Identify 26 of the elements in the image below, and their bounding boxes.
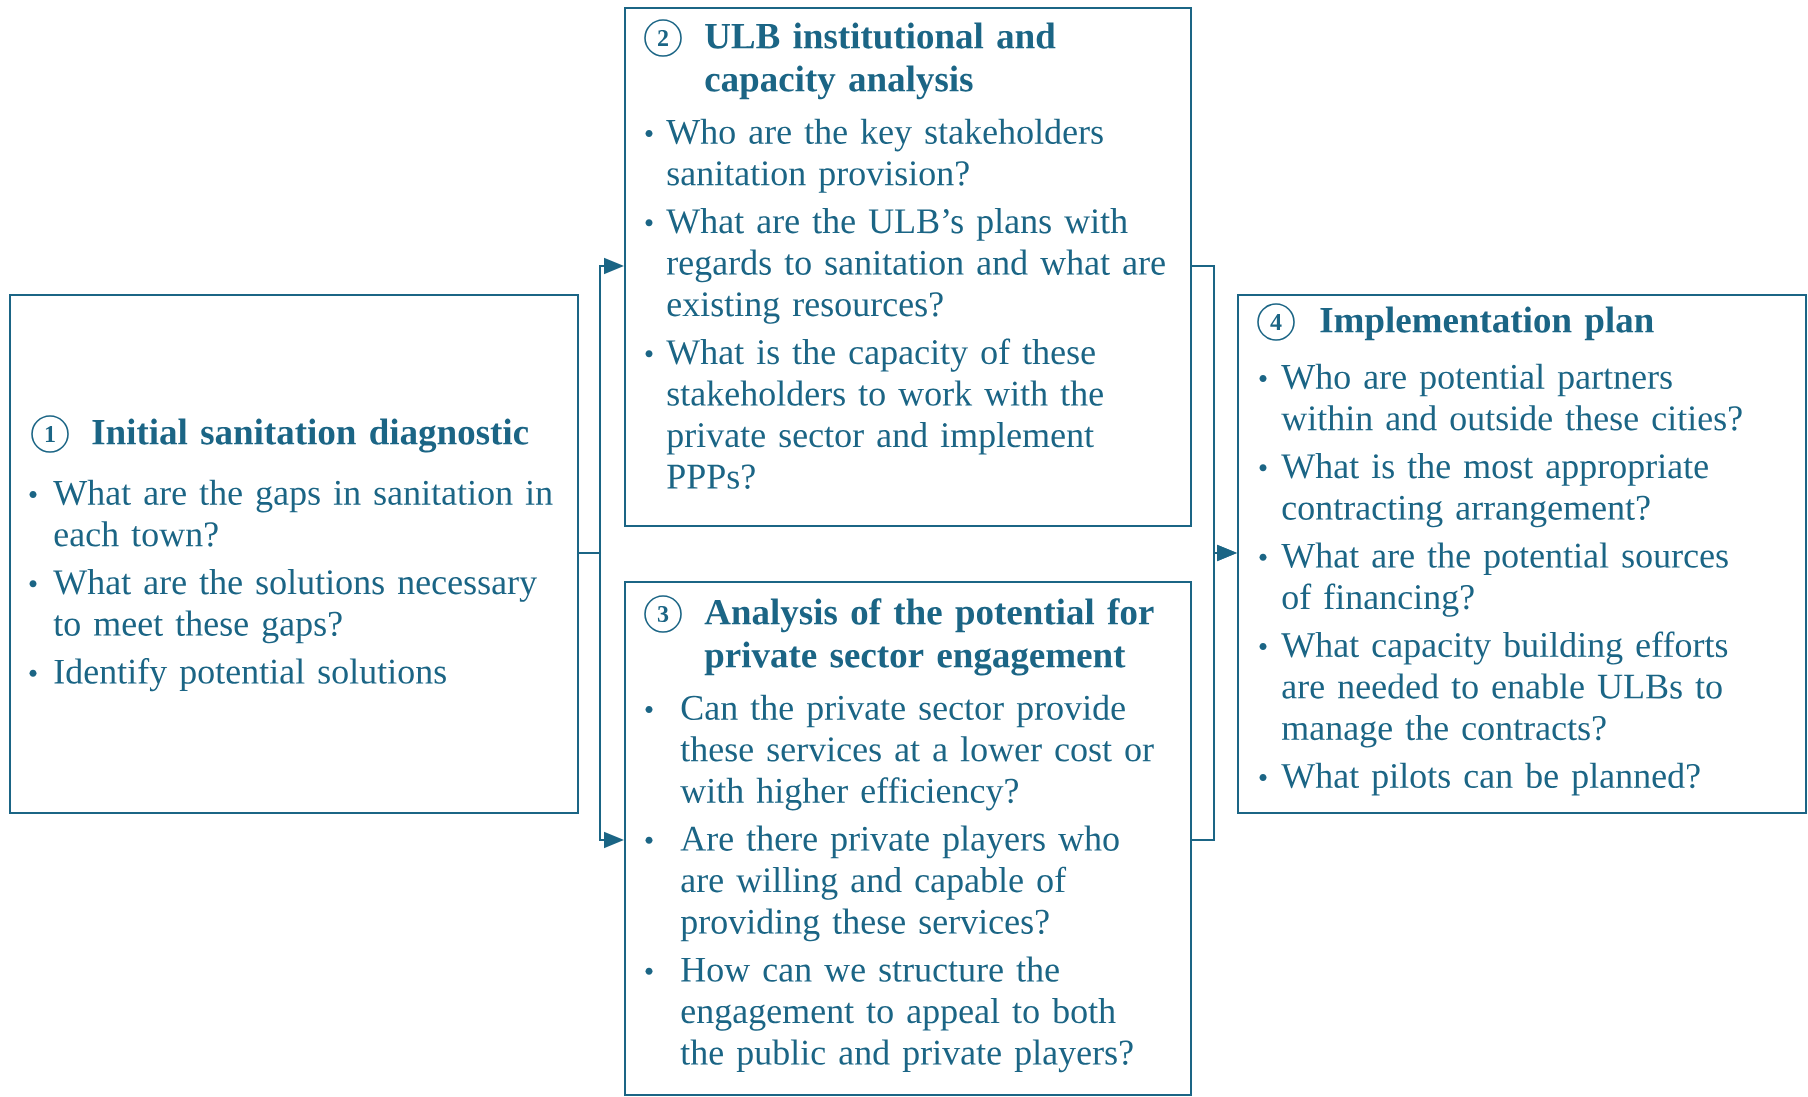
bullet-item: Are there private players who are willing and capable of providing these services?: [680, 825, 1119, 942]
step-heading: ULB institutional and capacity analysis: [705, 22, 1056, 100]
bullet-item: Identify potential solutions: [54, 658, 446, 692]
bullet-item: Who are potential partners within and outside these cities?: [1281, 363, 1742, 431]
bullet-item: What capacity building efforts are needed to enable ULBs to manage the contracts?: [1281, 631, 1728, 748]
bullet-item: What pilots can be planned?: [1281, 762, 1700, 796]
step-heading: Implementation plan: [1320, 306, 1654, 341]
step-heading: Initial sanitation diagnostic: [92, 418, 529, 453]
step-box: [624, 581, 1192, 1096]
bullet-item: What are the gaps in sanitation in each town?: [53, 479, 553, 547]
step-box: [1237, 294, 1807, 814]
step-number: 1: [31, 415, 69, 453]
bullet-item: What are the ULB’s plans with regards to sanitation and what are existing resources?: [666, 208, 1165, 324]
step-heading: Analysis of the potential for private sector engagement: [704, 598, 1154, 676]
step-box: [624, 7, 1192, 527]
bullet-item: Can the private sector provide these services at a lower cost or with higher efficiency?: [680, 694, 1154, 811]
bullet-item: How can we structure the engagement to appeal to both the public and private players?: [680, 956, 1133, 1073]
bullet-item: What are the solutions necessary to meet these gaps?: [53, 569, 537, 644]
step-box: [9, 294, 579, 814]
bullet-item: What is the capacity of these stakeholders to work with the private sector and implement PPPs?: [666, 338, 1103, 489]
step-number: 3: [644, 595, 682, 633]
step-number: 4: [1257, 303, 1295, 341]
step-number: 2: [644, 19, 682, 57]
bullet-item: Who are the key stakeholders sanitation provision?: [666, 118, 1103, 193]
bullet-item: What is the most appropriate contracting arrangement?: [1281, 453, 1708, 528]
bullet-item: What are the potential sources of financing?: [1281, 542, 1728, 617]
